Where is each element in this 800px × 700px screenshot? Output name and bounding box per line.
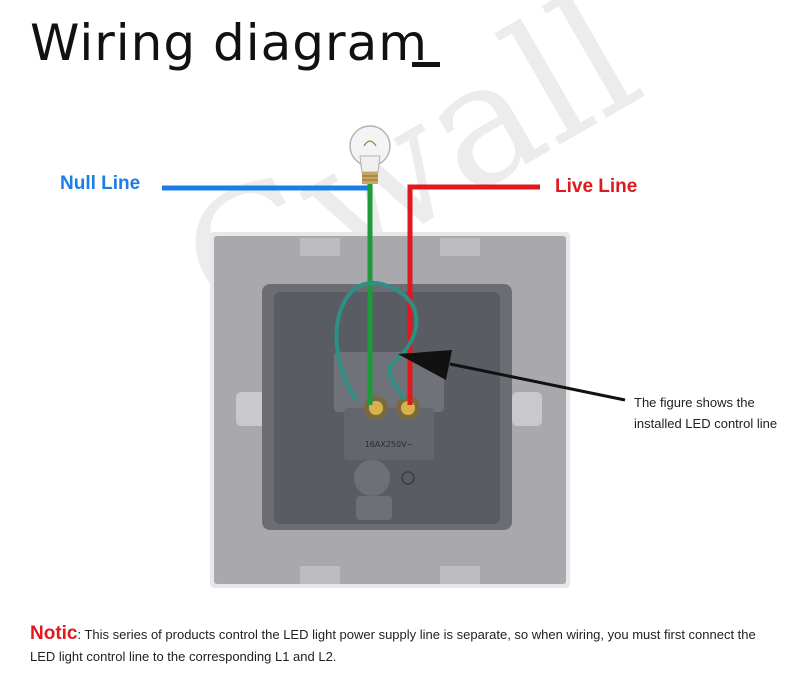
title-underscore — [412, 62, 440, 67]
live-line-label: Live Line — [555, 176, 638, 197]
rating-marking: 16AX250V~ — [365, 440, 414, 449]
callout-text: The figure shows the installed LED contr… — [634, 392, 777, 434]
live-line — [407, 184, 540, 405]
bulb-icon — [349, 125, 391, 184]
arrow-icon — [398, 350, 626, 402]
ccc-mark-icon — [401, 471, 415, 485]
notice-body: : This series of products control the LE… — [30, 627, 756, 664]
notice: Notic: This series of products control t… — [30, 623, 770, 668]
page-title: Wiring diagram — [30, 14, 428, 72]
switch-module — [262, 284, 512, 530]
callout-line-1: The figure shows the — [634, 395, 755, 410]
led-control-wire — [334, 281, 419, 402]
null-line-label: Null Line — [60, 173, 141, 194]
callout-line-2: installed LED control line — [634, 416, 778, 431]
notice-heading: Notic — [30, 623, 78, 644]
